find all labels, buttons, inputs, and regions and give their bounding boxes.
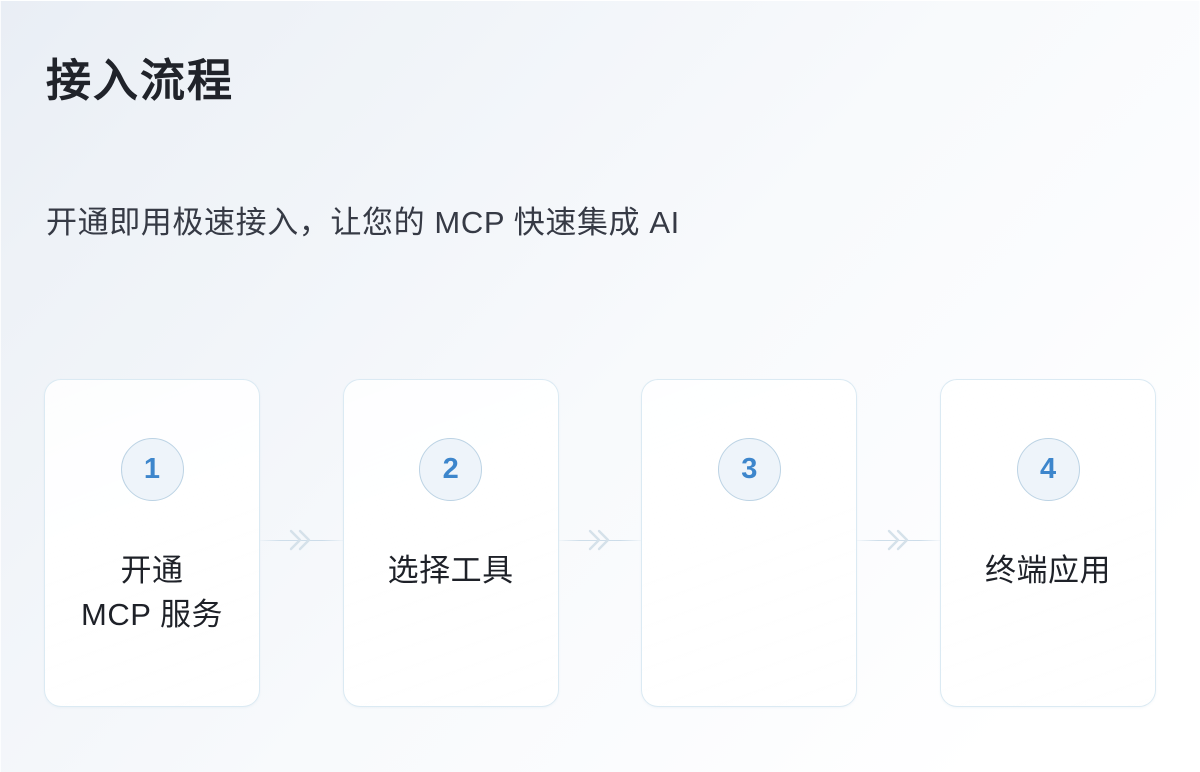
process-flow: 1 开通 MCP 服务 2 选择工具: [44, 379, 1157, 707]
step-number-badge: 3: [717, 438, 781, 501]
process-step-card-1[interactable]: 1 开通 MCP 服务: [44, 379, 260, 707]
flow-connector-3: [857, 379, 941, 707]
step-label: 选择工具: [387, 553, 514, 588]
step-label: 终端应用: [985, 553, 1112, 588]
double-chevron-right-icon: [580, 519, 620, 561]
flow-connector-1: [260, 379, 343, 707]
step-number-badge: 1: [120, 438, 184, 501]
page-subtitle: 开通即用极速接入，让您的 MCP 快速集成 AI: [46, 205, 680, 240]
flow-connector-2: [558, 379, 642, 707]
double-chevron-right-icon: [281, 519, 321, 561]
page-header: 接入流程: [46, 50, 1160, 112]
page-title: 接入流程: [46, 55, 235, 106]
double-chevron-right-icon: [879, 519, 919, 561]
step-label: 开通 MCP 服务: [81, 553, 223, 632]
step-number-badge: 4: [1016, 438, 1080, 501]
process-step-card-2[interactable]: 2 选择工具: [342, 379, 559, 707]
step-number-badge: 2: [419, 438, 483, 501]
process-step-card-3[interactable]: 3: [641, 379, 858, 707]
process-step-card-4[interactable]: 4 终端应用: [940, 379, 1157, 707]
